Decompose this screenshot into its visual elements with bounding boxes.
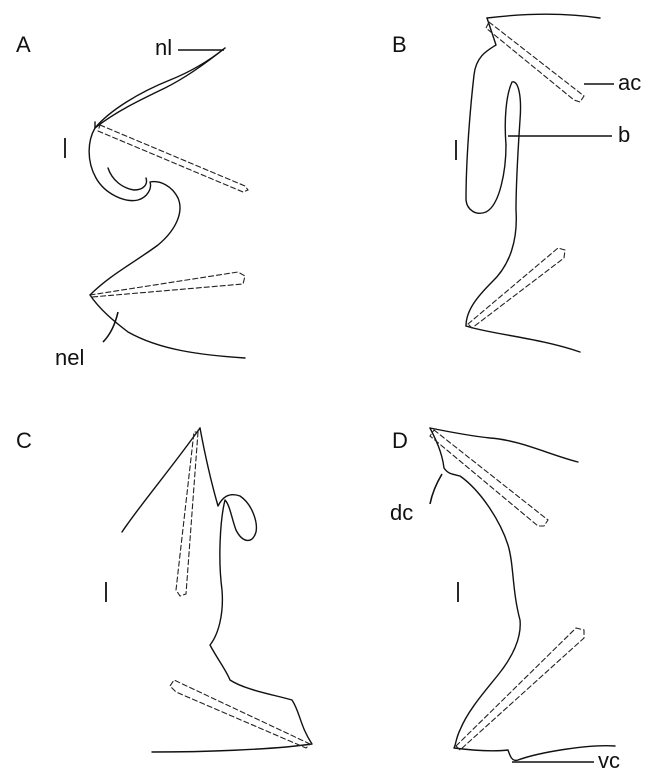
panel-d-top-edge [429, 427, 579, 463]
panel-a-lower-duct [88, 271, 246, 298]
panel-a-upper-duct [97, 124, 249, 193]
panel-c-upper-duct [175, 431, 199, 597]
panel-d-letter: D [392, 428, 408, 453]
panel-b-bottom-edge [465, 325, 581, 353]
label-nel-leader [102, 311, 119, 343]
label-ac: ac [618, 70, 641, 95]
label-nel: nel [55, 345, 84, 370]
panel-b-left-lobe [465, 17, 507, 214]
panel-b-appendage [465, 81, 522, 327]
label-nl: nl [155, 35, 172, 60]
panel-b: B ac b [392, 13, 641, 353]
panel-a-upper-lip [94, 47, 226, 129]
panel-a-letter: A [16, 32, 31, 57]
panel-c-letter: C [16, 428, 32, 453]
panel-b-top-edge [486, 13, 601, 19]
label-dc: dc [390, 500, 413, 525]
panel-b-letter: B [392, 32, 407, 57]
panel-c: C [16, 427, 313, 753]
panel-b-lower-duct [467, 247, 566, 329]
panel-a-upper-lip-inner [94, 47, 226, 129]
panel-c-lower-duct [169, 679, 311, 749]
panel-a: A nl nel [16, 32, 249, 370]
panel-d-upper-duct [429, 429, 549, 527]
panel-c-body-outline [151, 427, 313, 753]
label-dc-leader [429, 473, 443, 505]
panel-a-inner-fold [107, 167, 148, 191]
panel-a-body-outline [88, 121, 246, 359]
panel-b-upper-duct [485, 21, 585, 103]
panel-c-left-edge [121, 427, 201, 533]
panel-d-lower-duct [455, 627, 585, 751]
label-vc: vc [598, 748, 620, 773]
label-b: b [618, 122, 630, 147]
panel-d: D dc vc [390, 427, 620, 773]
panel-d-body-outline [429, 427, 616, 762]
